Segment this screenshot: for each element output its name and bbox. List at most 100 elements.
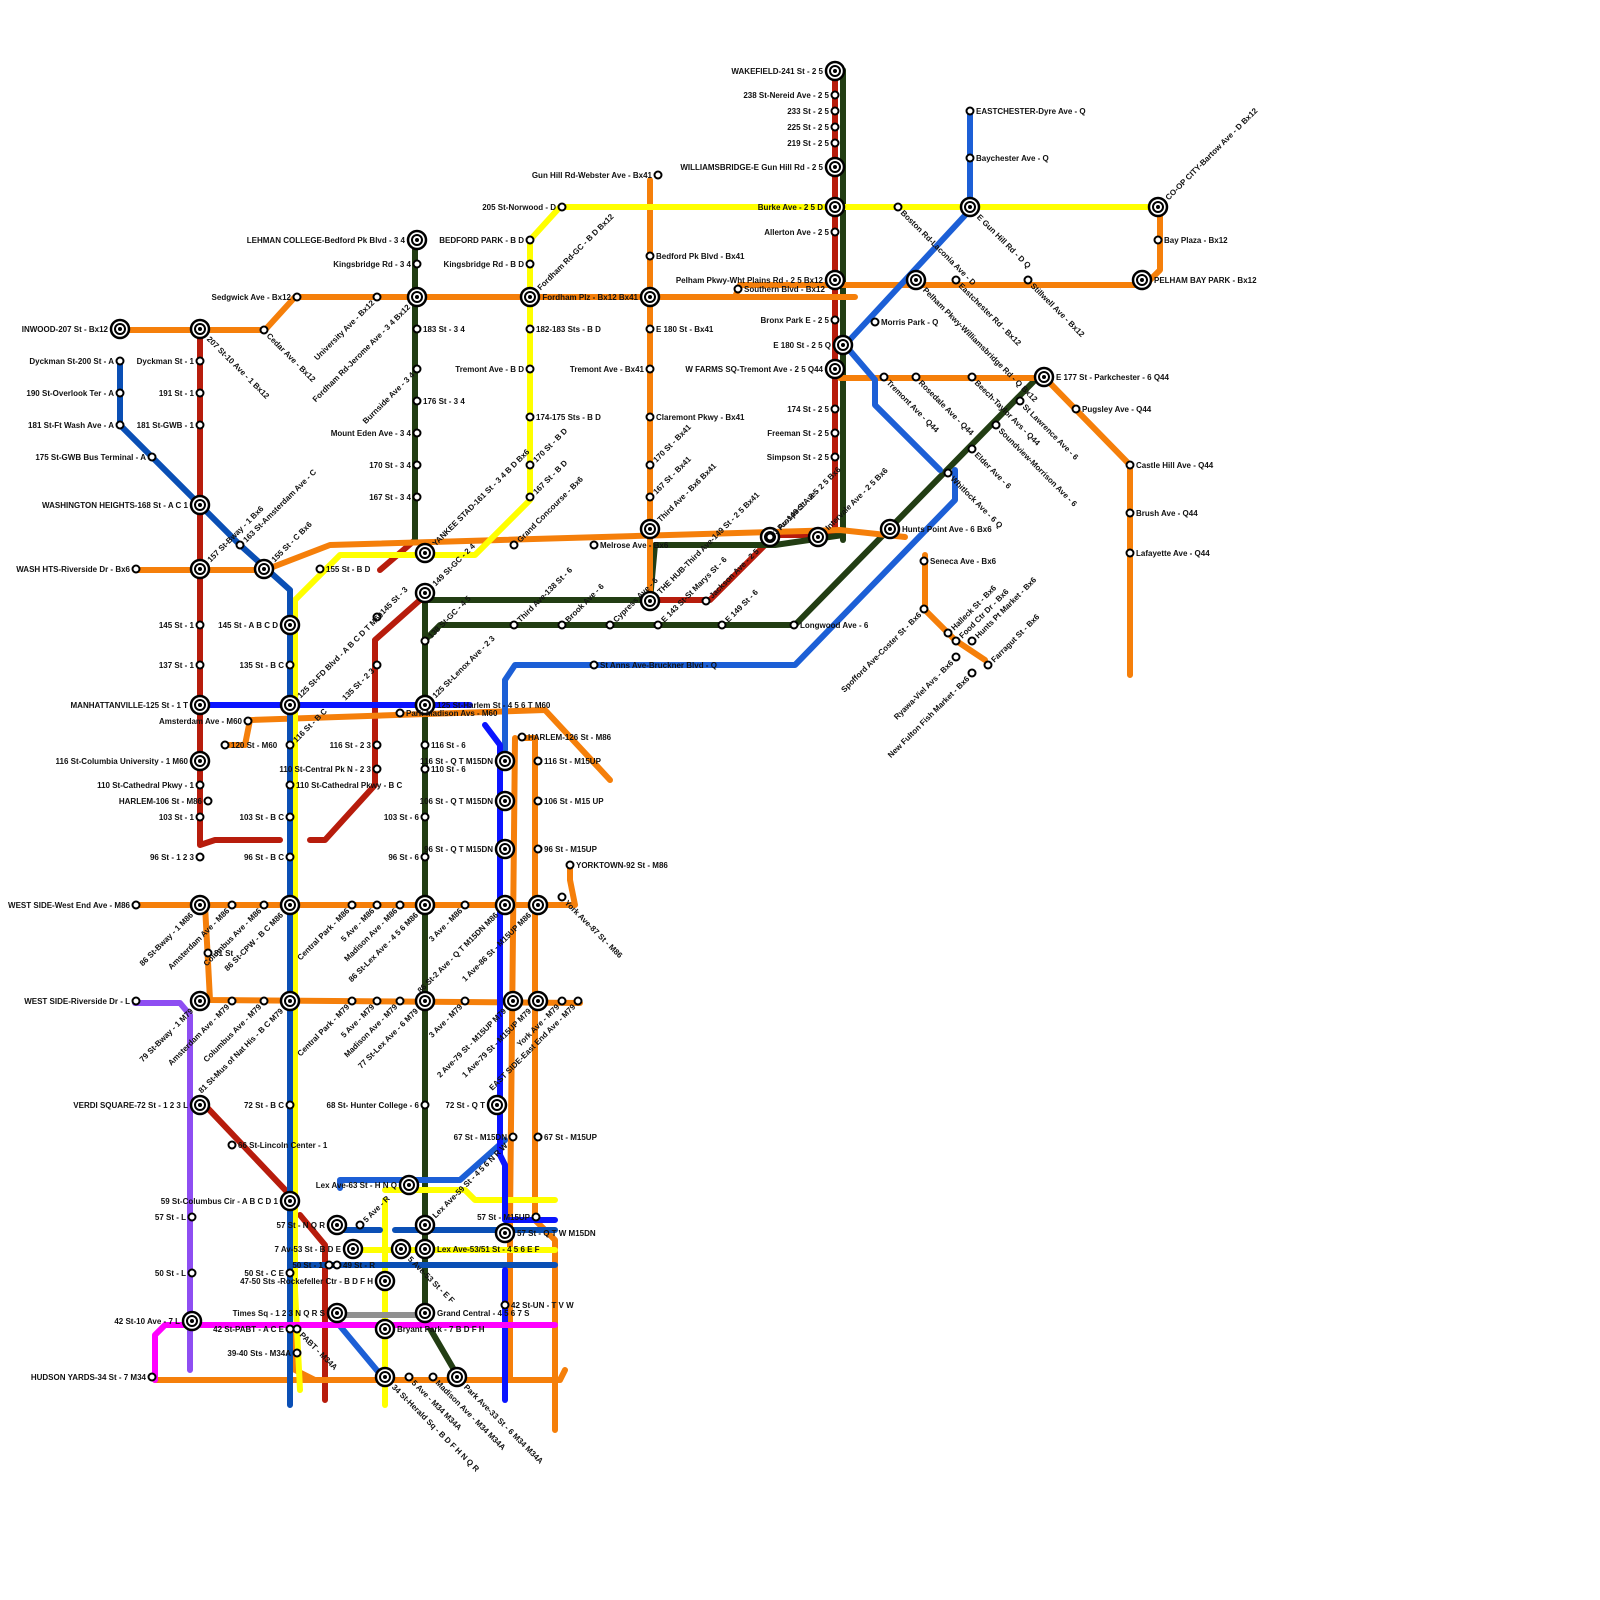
- station-lehman[interactable]: LEHMAN COLLEGE-Bedford Pk Blvd - 3 4: [247, 231, 426, 249]
- station-park-madison[interactable]: Park-Madison Avs - M60: [397, 709, 498, 718]
- station-york-87[interactable]: York Ave-87 St - M86: [559, 894, 625, 961]
- station-s67-m15up[interactable]: 67 St - M15UP: [535, 1133, 598, 1142]
- station-fordham-gc[interactable]: Fordham Rd-GC - B D Bx12: [521, 212, 616, 306]
- station-claremont[interactable]: Claremont Pkwy - Bx41: [647, 413, 746, 422]
- station-west-side-rd[interactable]: WEST SIDE-Riverside Dr - L: [24, 997, 139, 1006]
- station-mount-eden[interactable]: Mount Eden Ave - 3 4: [331, 429, 421, 438]
- station-pugsley[interactable]: Pugsley Ave - Q44: [1073, 405, 1152, 414]
- station-pelham-bay[interactable]: PELHAM BAY PARK - Bx12: [1133, 271, 1257, 289]
- station-s96-m15up[interactable]: 96 St - M15UP: [535, 845, 598, 854]
- station-brush[interactable]: Brush Ave - Q44: [1127, 509, 1199, 518]
- station-freeman[interactable]: Freeman St - 2 5: [767, 429, 838, 438]
- station-s181-gwb[interactable]: 181 St-GWB - 1: [137, 421, 204, 430]
- station-dyckman-a[interactable]: Dyckman St-200 St - A: [29, 357, 123, 366]
- station-kingsbridge-bd[interactable]: Kingsbridge Rd - B D: [444, 260, 534, 269]
- station-seneca[interactable]: Seneca Ave - Bx6: [921, 557, 997, 566]
- station-s145-abcd[interactable]: 145 St - A B C D: [218, 616, 299, 634]
- station-s182-183[interactable]: 182-183 Sts - B D: [527, 325, 602, 334]
- station-s233[interactable]: 233 St - 2 5: [787, 107, 838, 116]
- station-s68-hunter[interactable]: 68 St- Hunter College - 6: [327, 1101, 429, 1110]
- station-sedgwick[interactable]: Sedgwick Ave - Bx12: [212, 293, 301, 302]
- station-s57-l[interactable]: 57 St - L: [155, 1213, 196, 1222]
- station-baychester[interactable]: Baychester Ave - Q: [967, 154, 1049, 163]
- station-inwood[interactable]: INWOOD-207 St - Bx12: [22, 320, 129, 338]
- station-s81-mus[interactable]: 81 St-Mus of Nat His - B C M79: [197, 992, 299, 1095]
- station-hub[interactable]: THE HUB-Third Ave-149 St - 2 5 Bx41: [641, 490, 762, 610]
- station-manhattanville[interactable]: MANHATTANVILLE-125 St - 1 T: [71, 696, 209, 714]
- station-bronx-park-e[interactable]: Bronx Park E - 2 5: [761, 316, 839, 325]
- station-s225[interactable]: 225 St - 2 5: [787, 123, 838, 132]
- station-wakefield[interactable]: WAKEFIELD-241 St - 2 5: [731, 62, 844, 80]
- station-tremont-bx41[interactable]: Tremont Ave - Bx41: [570, 365, 654, 374]
- station-allerton[interactable]: Allerton Ave - 2 5: [764, 228, 838, 237]
- station-longwood[interactable]: Longwood Ave - 6: [791, 621, 869, 630]
- station-s174-175[interactable]: 174-175 Sts - B D: [527, 413, 602, 422]
- station-kingsbridge-34[interactable]: Kingsbridge Rd - 3 4: [333, 260, 420, 269]
- station-w-farms[interactable]: W FARMS SQ-Tremont Ave - 2 5 Q44: [685, 360, 844, 378]
- station-s72-qt[interactable]: 72 St - Q T: [445, 1096, 506, 1114]
- station-overlook[interactable]: 190 St-Overlook Ter - A: [26, 389, 123, 398]
- station-elder[interactable]: Elder Ave - 6: [969, 446, 1014, 492]
- station-southern-blvd[interactable]: Southern Blvd - Bx12: [735, 285, 826, 294]
- station-s50-1[interactable]: 50 St - 1: [292, 1261, 332, 1270]
- station-gwb-terminal[interactable]: 175 St-GWB Bus Terminal - A: [35, 453, 155, 462]
- station-wash-hts-riverside[interactable]: WASH HTS-Riverside Dr - Bx6: [16, 565, 139, 574]
- station-s137[interactable]: 137 St - 1: [159, 661, 204, 670]
- station-s96-6[interactable]: 96 St - 6: [388, 853, 428, 862]
- station-tremont-bd[interactable]: Tremont Ave - B D: [455, 365, 533, 374]
- station-eastchester-dyre[interactable]: EASTCHESTER-Dyre Ave - Q: [967, 107, 1086, 116]
- station-lex-53[interactable]: Lex Ave-53/51 St - 4 5 6 E F: [416, 1240, 540, 1258]
- station-norwood[interactable]: 205 St-Norwood - D: [482, 203, 565, 212]
- station-s106-m15[interactable]: 106 St - M15 UP: [535, 797, 605, 806]
- station-s116-columbia[interactable]: 116 St-Columbia University - 1 M60: [56, 752, 210, 770]
- station-s96-qt[interactable]: 96 St - Q T M15DN: [424, 840, 514, 858]
- station-harlem-126[interactable]: HARLEM-126 St - M86: [519, 733, 612, 742]
- station-s191[interactable]: 191 St - 1: [159, 389, 204, 398]
- station-s49-r[interactable]: 49 St - R: [334, 1261, 376, 1270]
- station-lafayette[interactable]: Lafayette Ave - Q44: [1127, 549, 1211, 558]
- station-s42-pabt[interactable]: 42 St-PABT - A C E: [213, 1325, 293, 1334]
- station-s103-bc[interactable]: 103 St - B C: [240, 813, 294, 822]
- station-cedar[interactable]: Cedar Ave - Bx12: [261, 327, 318, 385]
- station-amsterdam-m60[interactable]: Amsterdam Ave - M60: [159, 717, 252, 726]
- station-s176[interactable]: 176 St - 3 4: [414, 397, 466, 406]
- station-s39-40[interactable]: 39-40 Sts - M34A: [227, 1349, 300, 1358]
- station-hudson-yards[interactable]: HUDSON YARDS-34 St - 7 M34: [31, 1373, 156, 1382]
- station-s57-m15dn[interactable]: 57 St - Q T W M15DN: [496, 1224, 596, 1242]
- station-s72-bc[interactable]: 72 St - B C: [244, 1101, 294, 1110]
- station-fordham-plz[interactable]: Fordham Plz - Bx12 Bx41: [542, 288, 659, 306]
- station-s181-wash[interactable]: 181 St-Ft Wash Ave - A: [28, 421, 123, 430]
- station-yorktown[interactable]: YORKTOWN-92 St - M86: [567, 861, 669, 870]
- station-university[interactable]: University Ave - Bx12: [312, 294, 380, 363]
- station-s96-bc[interactable]: 96 St - B C: [244, 853, 294, 862]
- station-castle-hill[interactable]: Castle Hill Ave - Q44: [1127, 461, 1214, 470]
- station-s59-columbus[interactable]: 59 St-Columbus Cir - A B C D 1: [161, 1192, 299, 1210]
- station-coop-city[interactable]: CO-OP CITY-Bartow Ave - D Bx12: [1149, 106, 1260, 216]
- station-burnside[interactable]: Burnside Ave - 3 4: [361, 366, 421, 426]
- station-s50-l[interactable]: 50 St - L: [155, 1269, 196, 1278]
- station-st-anns[interactable]: St Anns Ave-Bruckner Blvd - Q: [591, 661, 717, 670]
- station-e180-bx41[interactable]: E 180 St - Bx41: [647, 325, 714, 334]
- station-melrose[interactable]: Melrose Ave - Bx6: [591, 541, 669, 550]
- station-s110-cath[interactable]: 110 St-Cathedral Pkwy - 1: [97, 781, 203, 790]
- station-herald-sq[interactable]: 34 St-Herald Sq - B D F H N Q R: [376, 1368, 481, 1474]
- station-wash-heights[interactable]: WASHINGTON HEIGHTS-168 St - A C 1: [42, 496, 209, 514]
- station-ryawa[interactable]: Ryawa-Viel Avs - Bx6: [892, 654, 959, 722]
- station-s174-25[interactable]: 174 St - 2 5: [787, 405, 838, 414]
- station-gunhill-webster[interactable]: Gun Hill Rd-Webster Ave - Bx41: [532, 171, 662, 180]
- station-harlem-106[interactable]: HARLEM-106 St - M86: [119, 797, 212, 806]
- station-s42-10ave[interactable]: 42 St-10 Ave - 7 L: [114, 1312, 201, 1330]
- station-west-side-we[interactable]: WEST SIDE-West End Ave - M86: [8, 901, 139, 910]
- station-s116-m15up[interactable]: 116 St - M15UP: [535, 757, 602, 766]
- station-spofford[interactable]: Spofford Ave-Coster St - Bx6: [839, 606, 927, 695]
- station-williamsbridge[interactable]: WILLIAMSBRIDGE-E Gun Hill Rd - 2 5: [680, 158, 844, 176]
- station-rosedale[interactable]: Rosedale Ave - Q44: [913, 374, 976, 438]
- station-brook[interactable]: Brook Ave - 6: [559, 581, 607, 628]
- station-s103-6[interactable]: 103 St - 6: [384, 813, 429, 822]
- station-morris-park[interactable]: Morris Park - Q: [872, 318, 939, 327]
- station-s103-1[interactable]: 103 St - 1: [159, 813, 204, 822]
- station-s183[interactable]: 183 St - 3 4: [414, 325, 466, 334]
- station-bedford-pk-bx41[interactable]: Bedford Pk Blvd - Bx41: [647, 252, 746, 261]
- station-s116-6[interactable]: 116 St - 6: [422, 741, 467, 750]
- station-simpson[interactable]: Simpson St - 2 5: [767, 453, 839, 462]
